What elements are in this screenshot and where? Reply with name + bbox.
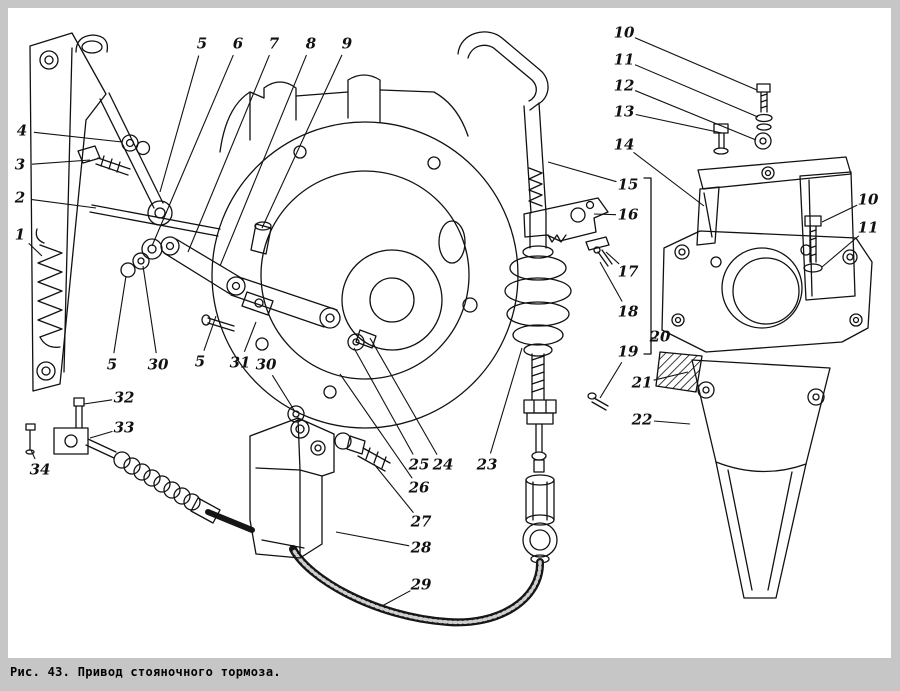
callout-29: 29 [410, 575, 432, 594]
callout-6: 6 [232, 34, 244, 53]
callout-31: 31 [229, 353, 251, 372]
callout-26: 26 [408, 478, 430, 497]
callout-24: 24 [432, 455, 454, 474]
callout-10: 10 [857, 190, 879, 209]
callout-2: 2 [14, 188, 26, 207]
drawing-paper [8, 8, 891, 658]
callout-5: 5 [194, 352, 206, 371]
callout-25: 25 [408, 455, 430, 474]
callout-14: 14 [613, 135, 635, 154]
callout-28: 28 [410, 538, 432, 557]
callout-19: 19 [617, 342, 639, 361]
callout-16: 16 [617, 205, 639, 224]
callout-8: 8 [305, 34, 317, 53]
callout-34: 34 [29, 460, 51, 479]
callout-23: 23 [476, 455, 498, 474]
callout-10: 10 [613, 23, 635, 42]
callout-12: 12 [613, 76, 635, 95]
callout-15: 15 [617, 175, 639, 194]
callout-33: 33 [113, 418, 135, 437]
figure-caption: Рис. 43. Привод стояночного тормоза. [10, 665, 281, 679]
callout-18: 18 [617, 302, 639, 321]
callout-4: 4 [16, 121, 28, 140]
callout-7: 7 [268, 34, 280, 53]
callout-1: 1 [14, 225, 26, 244]
callout-5: 5 [196, 34, 208, 53]
callout-3: 3 [14, 155, 26, 174]
callout-21: 21 [631, 373, 653, 392]
callout-5: 5 [106, 355, 118, 374]
callout-13: 13 [613, 102, 635, 121]
callout-30: 30 [147, 355, 169, 374]
callout-20: 20 [649, 327, 671, 346]
callout-11: 11 [857, 218, 879, 237]
callout-11: 11 [613, 50, 635, 69]
callout-32: 32 [113, 388, 135, 407]
callout-17: 17 [617, 262, 639, 281]
callout-22: 22 [631, 410, 653, 429]
callout-30: 30 [255, 355, 277, 374]
callout-9: 9 [341, 34, 353, 53]
callout-27: 27 [410, 512, 432, 531]
